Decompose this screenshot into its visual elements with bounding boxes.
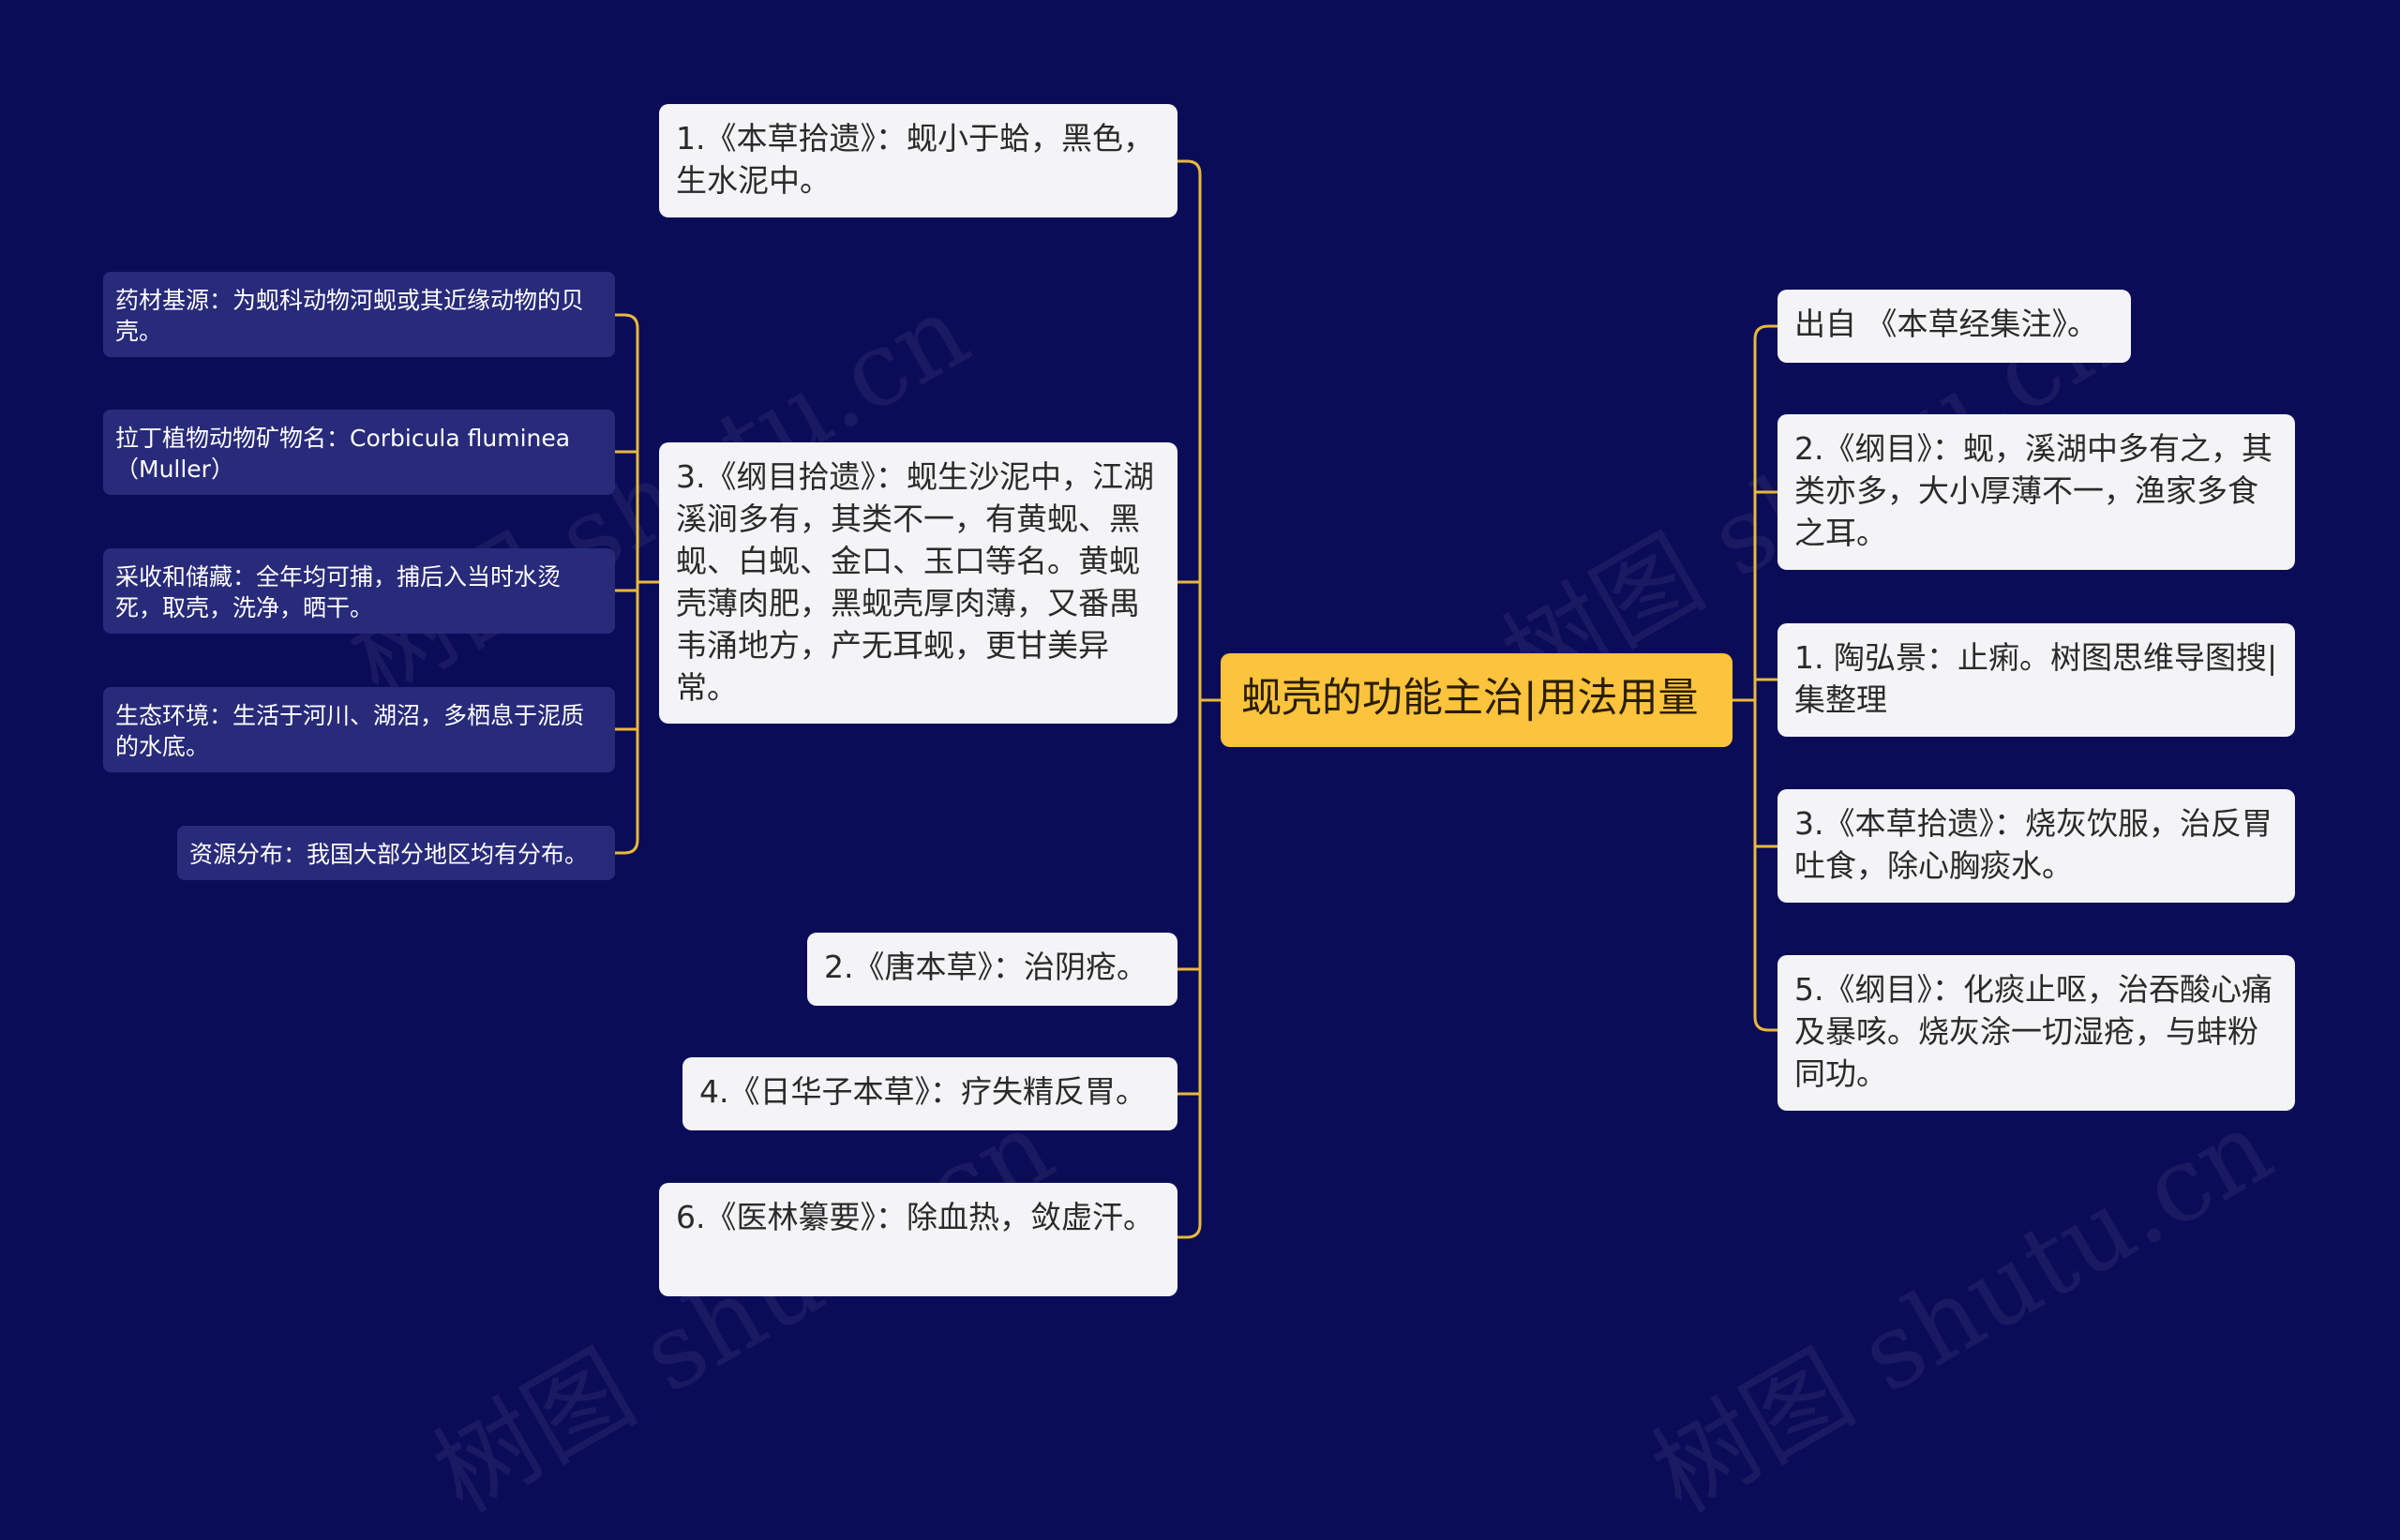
central-topic[interactable]: 蚬壳的功能主治|用法用量 — [1221, 653, 1732, 747]
branch-node-r1[interactable]: 出自 《本草经集注》。 — [1778, 290, 2131, 363]
leaf-node-f1[interactable]: 药材基源：为蚬科动物河蚬或其近缘动物的贝壳。 — [103, 272, 615, 357]
connector-right-trunk — [1753, 324, 1778, 1032]
mind-map-canvas: 树图 shutu.cn 树图 shutu.cn 树图 shutu.cn 树图 s… — [103, 104, 2295, 1535]
branch-node-r2[interactable]: 2.《纲目》：蚬，溪湖中多有之，其类亦多，大小厚薄不一，渔家多食之耳。 — [1778, 414, 2295, 570]
branch-node-r4[interactable]: 3.《本草拾遗》：烧灰饮服，治反胃吐食，除心胸痰水。 — [1778, 789, 2295, 903]
leaf-node-f2[interactable]: 拉丁植物动物矿物名：Corbicula fluminea（Muller） — [103, 410, 615, 495]
leaf-node-f4[interactable]: 生态环境：生活于河川、湖沼，多栖息于泥质的水底。 — [103, 687, 615, 772]
connector-left-trunk — [1178, 159, 1202, 1239]
leaf-node-f3[interactable]: 采收和储藏：全年均可捕，捕后入当时水烫死，取壳，洗净，晒干。 — [103, 548, 615, 634]
branch-node-r3[interactable]: 1. 陶弘景：止痢。树图思维导图搜|集整理 — [1778, 623, 2295, 737]
branch-node-l4[interactable]: 4.《日华子本草》：疗失精反胃。 — [682, 1057, 1178, 1130]
connector-leaf-trunk — [615, 313, 639, 855]
branch-node-l5[interactable]: 6.《医林纂要》：除血热，敛虚汗。 — [659, 1183, 1178, 1296]
branch-node-l1[interactable]: 1.《本草拾遗》：蚬小于蛤，黑色，生水泥中。 — [659, 104, 1178, 217]
connector-lines — [615, 159, 1778, 1239]
branch-node-l2[interactable]: 3.《纲目拾遗》：蚬生沙泥中，江湖溪涧多有，其类不一，有黄蚬、黑蚬、白蚬、金口、… — [659, 442, 1178, 724]
branch-node-l3[interactable]: 2.《唐本草》：治阴疮。 — [807, 933, 1178, 1006]
branch-node-r5[interactable]: 5.《纲目》：化痰止呕，治吞酸心痛及暴咳。烧灰涂一切湿疮，与蚌粉同功。 — [1778, 955, 2295, 1111]
leaf-node-f5[interactable]: 资源分布：我国大部分地区均有分布。 — [177, 826, 615, 880]
